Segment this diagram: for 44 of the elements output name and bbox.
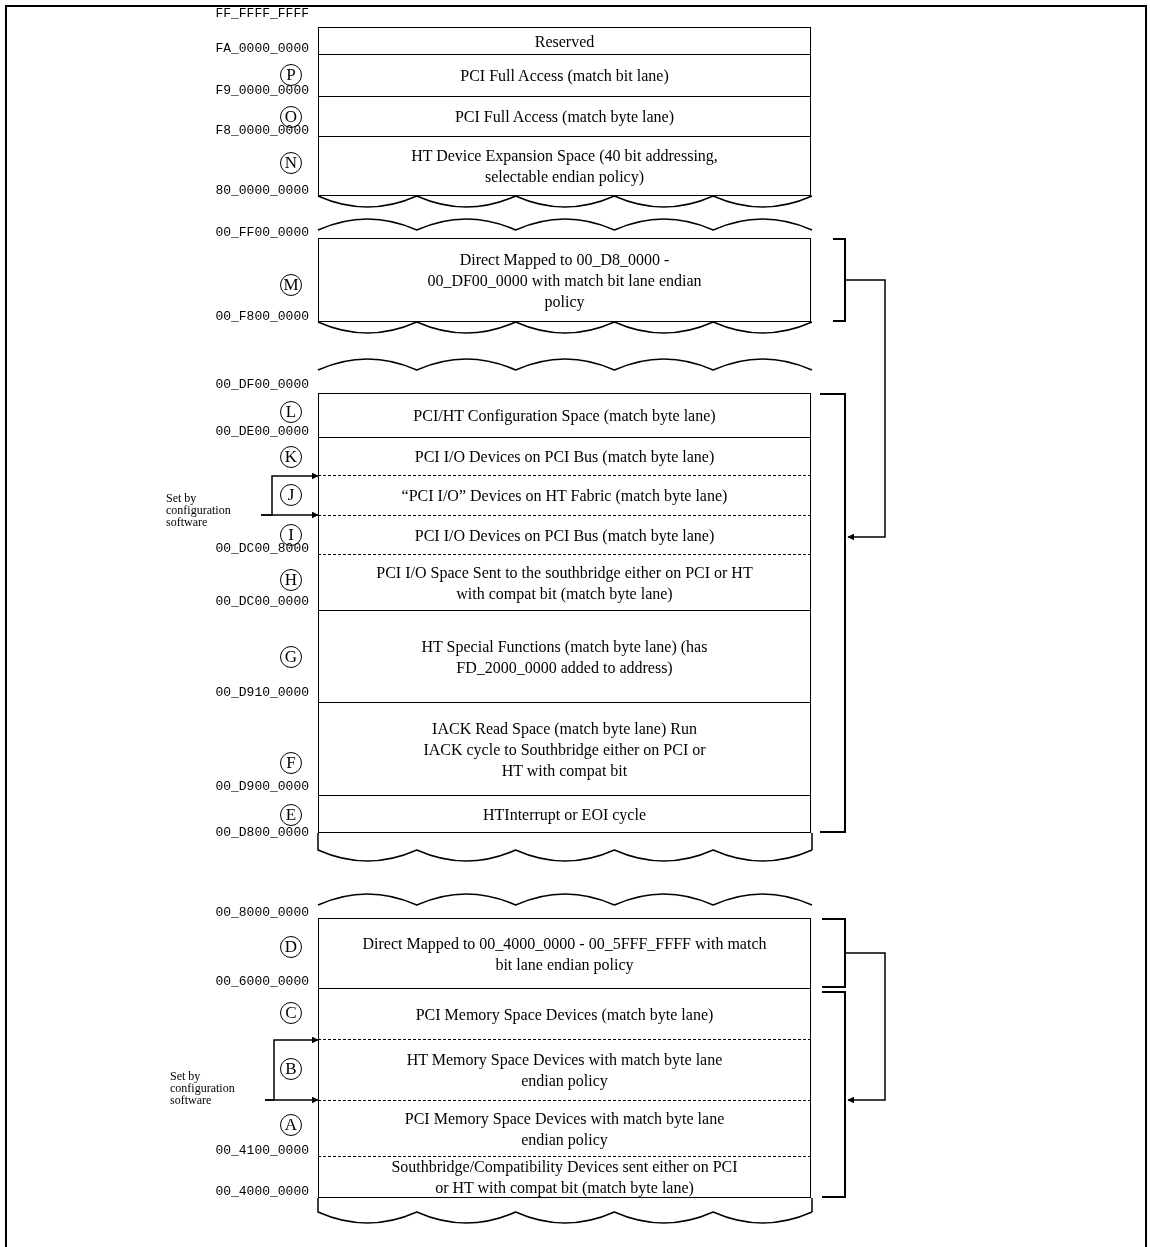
memory-region: HTInterrupt or EOI cycle (318, 795, 811, 833)
memory-region: HT Special Functions (match byte lane) (has FD_2000_0000 added to address) (318, 610, 811, 702)
bracket (833, 238, 846, 322)
memory-region: “PCI I/O” Devices on HT Fabric (match byte lane) (318, 475, 811, 515)
memory-region: PCI I/O Space Sent to the southbridge either on PCI or HT with compat bit (match byte lane) (318, 554, 811, 610)
memory-region: PCI I/O Devices on PCI Bus (match byte lane) (318, 515, 811, 554)
annotation-text: Set by configuration software (166, 492, 261, 528)
bracket (822, 991, 846, 1198)
memory-region: PCI I/O Devices on PCI Bus (match byte lane) (318, 437, 811, 475)
address-label: FF_FFFF_FFFF (215, 7, 309, 21)
memory-region: Southbridge/Compatibility Devices sent either on PCI or HT with compat bit (match byte lane) (318, 1156, 811, 1198)
memory-region: HT Device Expansion Space (40 bit addressing, selectable endian policy) (318, 136, 811, 196)
bracket (822, 918, 846, 988)
bracket (820, 393, 846, 833)
address-label: FA_0000_0000 (215, 42, 309, 56)
annotation-text: Set by configuration software (170, 1070, 265, 1106)
arrow (845, 952, 886, 1104)
address-label: 00_DE00_0000 (215, 425, 309, 439)
memory-region: PCI Memory Space Devices (match byte lane) (318, 988, 811, 1039)
address-label: 00_DC00_0000 (215, 595, 309, 609)
address-label: 00_6000_0000 (215, 975, 309, 989)
memory-region: PCI Full Access (match byte lane) (318, 96, 811, 136)
address-label: 00_8000_0000 (215, 906, 309, 920)
memory-region: PCI Full Access (match bit lane) (318, 54, 811, 96)
memory-region: Reserved (318, 27, 811, 54)
memory-region: HT Memory Space Devices with match byte lane endian policy (318, 1039, 811, 1100)
address-label: 00_4100_0000 (215, 1144, 309, 1158)
address-label: 00_F800_0000 (215, 310, 309, 324)
address-label: F9_0000_0000 (215, 84, 309, 98)
address-label: 00_D900_0000 (215, 780, 309, 794)
memory-region: PCI/HT Configuration Space (match byte lane) (318, 393, 811, 437)
arrow (260, 472, 319, 516)
memory-region: PCI Memory Space Devices with match byte lane endian policy (318, 1100, 811, 1156)
memory-region: Direct Mapped to 00_4000_0000 - 00_5FFF_FFFF with match bit lane endian policy (318, 918, 811, 988)
address-label: 00_D910_0000 (215, 686, 309, 700)
address-label: 00_D800_0000 (215, 826, 309, 840)
memory-region: Direct Mapped to 00_D8_0000 - 00_DF00_0000 with match bit lane endian policy (318, 238, 811, 322)
address-label: 00_DF00_0000 (215, 378, 309, 392)
address-label: 00_FF00_0000 (215, 226, 309, 240)
arrow (845, 279, 886, 541)
arrow (264, 1036, 319, 1101)
address-label: 00_4000_0000 (215, 1185, 309, 1199)
memory-region: IACK Read Space (match byte lane) Run IACK cycle to Southbridge either on PCI or HT with compat bit (318, 702, 811, 795)
address-label: 80_0000_0000 (215, 184, 309, 198)
